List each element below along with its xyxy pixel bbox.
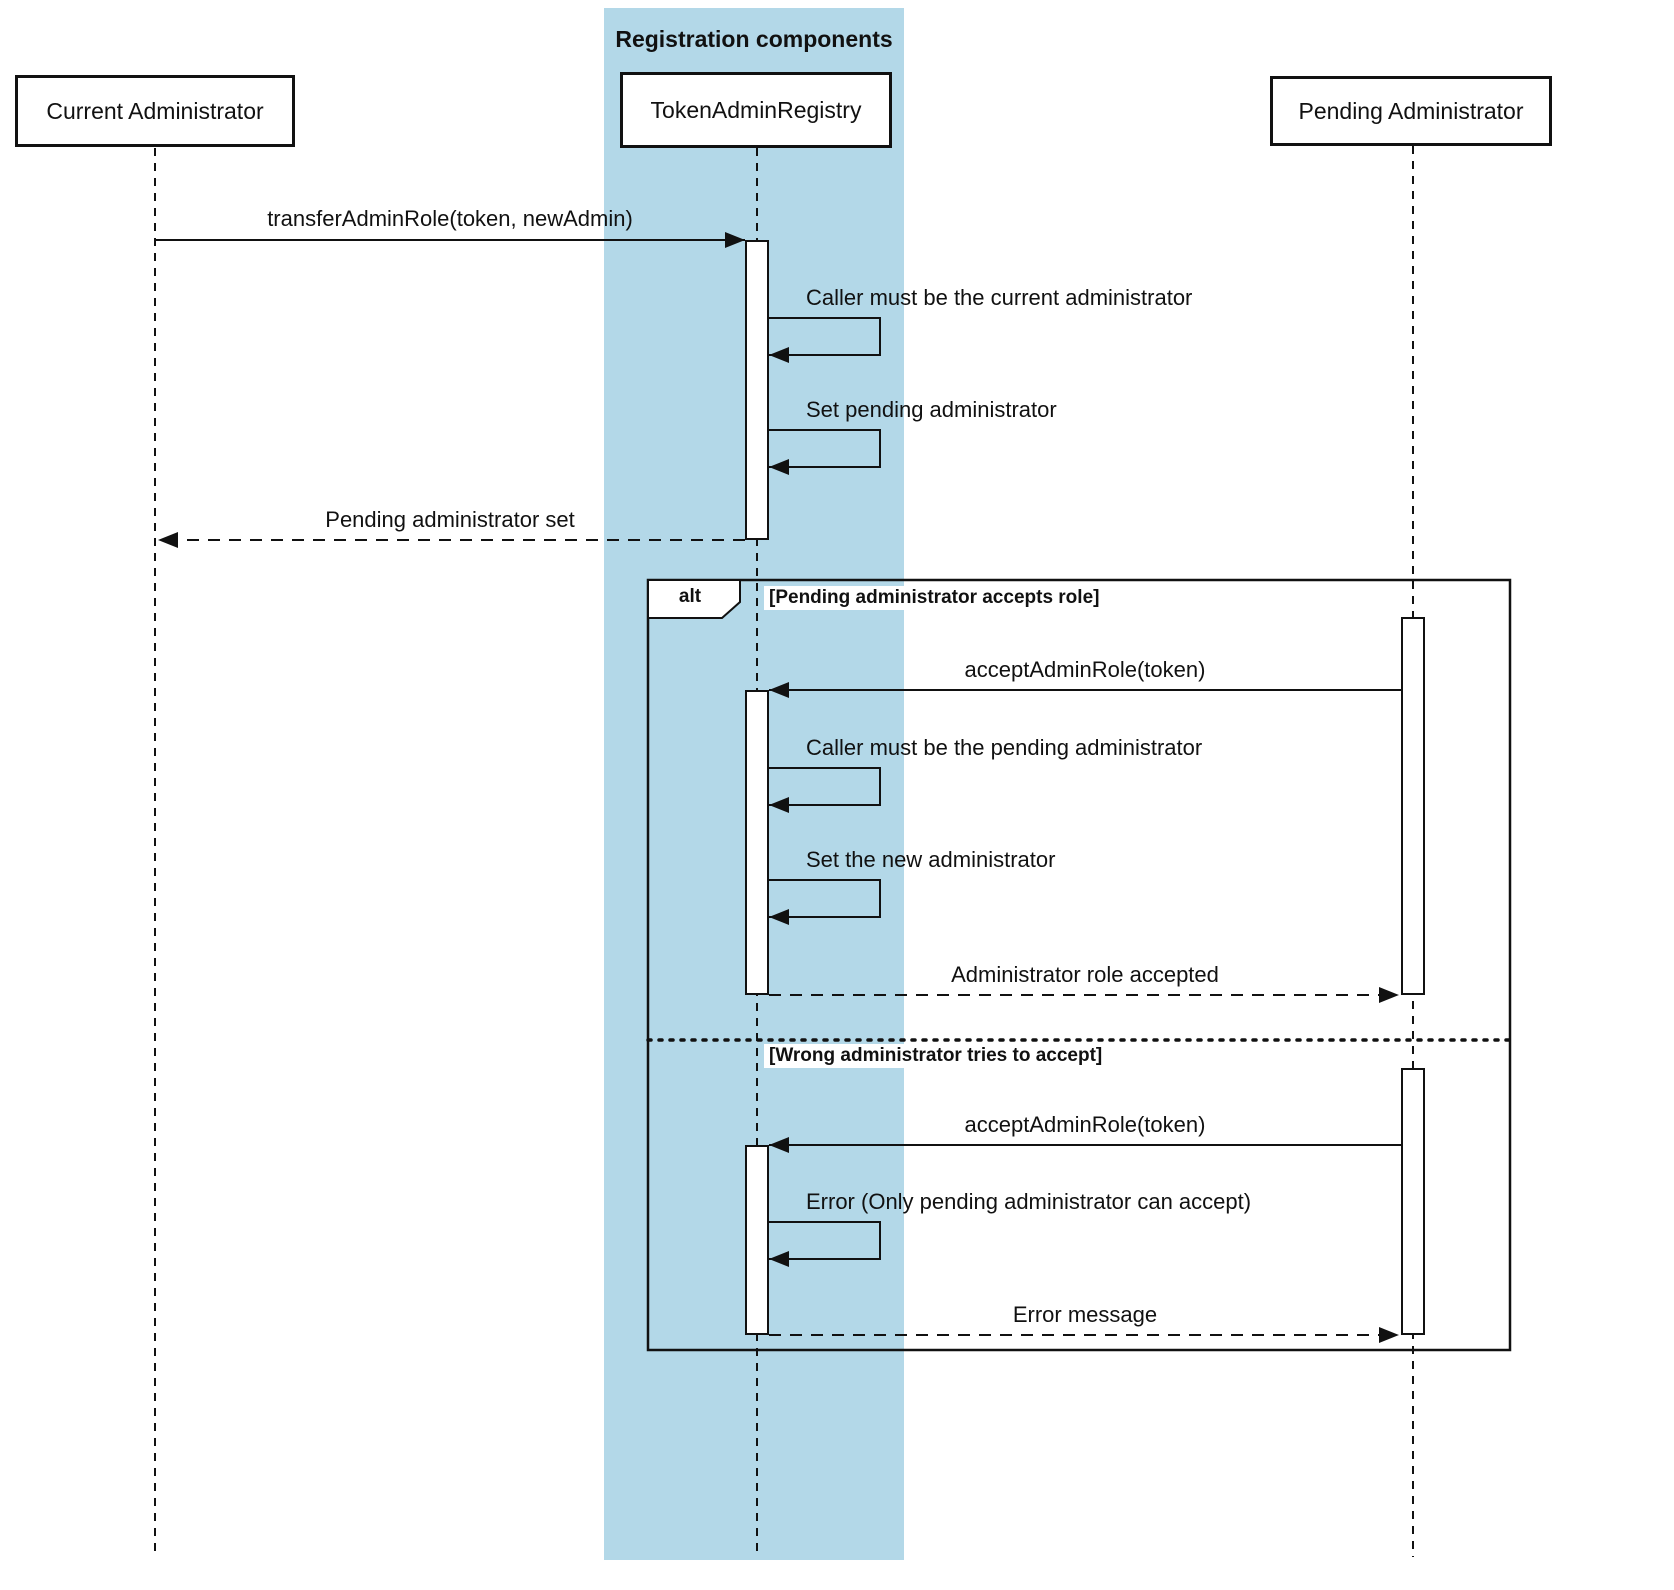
message-label-transfer-admin-role: transferAdminRole(token, newAdmin) [267, 206, 633, 231]
participant-current-administrator-label: Current Administrator [46, 97, 264, 124]
activation-token-admin-registry-3 [745, 1145, 769, 1335]
self-arrow-caller-current [769, 317, 881, 363]
message-label-error-message: Error message [1012, 1302, 1158, 1327]
activation-token-admin-registry-2 [745, 690, 769, 995]
activation-pending-administrator-1 [1401, 617, 1425, 995]
message-label-caller-pending: Caller must be the pending administrator [806, 735, 1203, 760]
self-arrow-caller-pending [769, 767, 881, 813]
message-label-role-accepted: Administrator role accepted [951, 962, 1219, 987]
alt-frame-tab [647, 579, 741, 619]
activation-pending-administrator-2 [1401, 1068, 1425, 1335]
alt-condition-2: [Wrong administrator tries to accept] [764, 1044, 1108, 1068]
alt-operator-label: alt [678, 586, 702, 607]
alt-frame [646, 578, 1512, 1352]
message-label-set-new-admin: Set the new administrator [806, 847, 1056, 872]
self-arrow-set-new-admin [769, 879, 881, 925]
message-label-pending-set: Pending administrator set [325, 507, 575, 532]
participant-pending-administrator-label: Pending Administrator [1298, 97, 1524, 124]
participant-pending-administrator: Pending Administrator [1270, 76, 1552, 146]
alt-condition-1: [Pending administrator accepts role] [764, 586, 1105, 610]
message-label-accept-admin-role-2: acceptAdminRole(token) [964, 1112, 1206, 1137]
participant-token-admin-registry-label: TokenAdminRegistry [650, 96, 862, 123]
message-label-accept-admin-role-1: acceptAdminRole(token) [964, 657, 1206, 682]
self-arrow-set-pending [769, 429, 881, 475]
self-arrow-error-only-pending [769, 1221, 881, 1267]
message-label-caller-current: Caller must be the current administrator [806, 285, 1193, 310]
message-label-error-only-pending: Error (Only pending administrator can ac… [806, 1189, 1252, 1214]
message-label-set-pending: Set pending administrator [806, 397, 1057, 422]
group-title: Registration components [615, 26, 893, 52]
participant-current-administrator: Current Administrator [15, 75, 295, 147]
participant-token-admin-registry: TokenAdminRegistry [620, 72, 892, 148]
activation-token-admin-registry-1 [745, 240, 769, 540]
